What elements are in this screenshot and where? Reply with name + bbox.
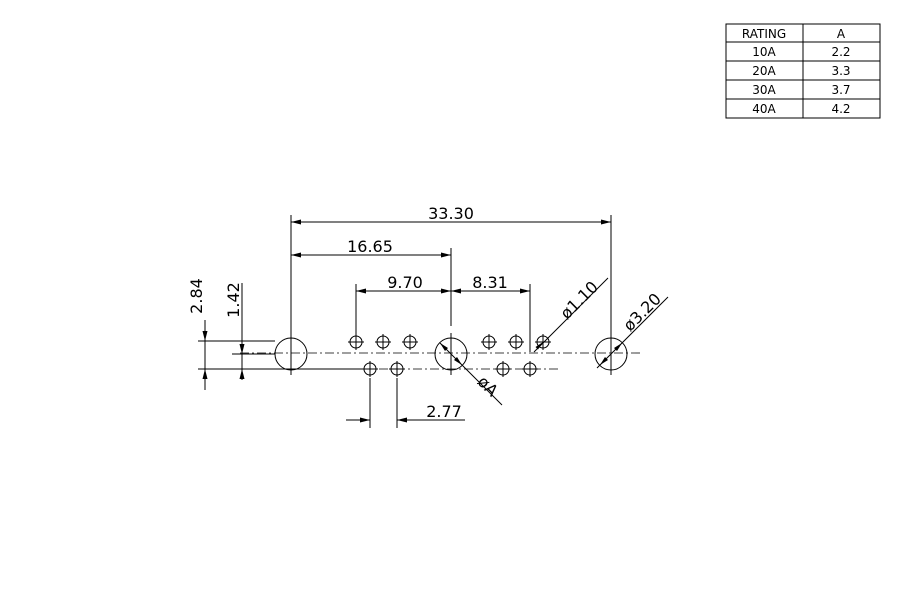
centerlines — [240, 352, 640, 370]
hole-pattern — [274, 333, 628, 377]
dimension-2-84: 2.84 — [187, 278, 208, 390]
rating-table-cell: 10A — [752, 45, 776, 59]
dimension-label-total-height: 2.84 — [187, 278, 206, 314]
pin-hole — [522, 361, 538, 377]
dimension-9-70: 9.70 — [356, 273, 451, 294]
dimension-label-overall-width: 33.30 — [428, 204, 474, 223]
dimension-33-30: 33.30 — [291, 204, 611, 225]
dimension-label-right-pin-span: 8.31 — [472, 273, 508, 292]
dimension-label-pin-pitch: 2.77 — [426, 402, 462, 421]
dimension-label-center-hole-diameter: øA — [474, 372, 502, 400]
pin-hole — [402, 334, 418, 350]
pin-hole — [481, 334, 497, 350]
dimension-label-half-height: 1.42 — [224, 282, 243, 318]
rating-table-cell: 40A — [752, 102, 776, 116]
rating-table-cell: 3.7 — [831, 83, 850, 97]
pin-hole — [495, 361, 511, 377]
rating-table-cell: 4.2 — [831, 102, 850, 116]
leader-center-hole-diameter: øA — [439, 342, 503, 406]
dimension-1-42: 1.42 — [224, 282, 245, 380]
pin-hole — [389, 361, 405, 377]
pin-hole — [362, 361, 378, 377]
pin-hole — [348, 334, 364, 350]
rating-table: RATING A 10A 2.2 20A 3.3 30A 3.7 40A 4.2 — [725, 23, 881, 119]
rating-table-cell: 3.3 — [831, 64, 850, 78]
dimension-2-77: 2.77 — [346, 402, 465, 423]
dimension-label-small-hole-diameter: ø1.10 — [556, 277, 602, 323]
leader-small-hole-diameter: ø1.10 — [533, 277, 609, 353]
pin-hole — [375, 334, 391, 350]
dimension-16-65: 16.65 — [291, 237, 451, 258]
rating-table-cell: 30A — [752, 83, 776, 97]
pin-hole — [508, 334, 524, 350]
dimension-label-large-hole-diameter: ø3.20 — [619, 289, 665, 335]
rating-table-header-rating: RATING — [742, 27, 786, 41]
dimension-8-31: 8.31 — [451, 273, 530, 294]
rating-table-header-a: A — [837, 27, 846, 41]
dimension-label-left-pin-span: 9.70 — [387, 273, 423, 292]
leader-large-hole-diameter: ø3.20 — [596, 289, 669, 369]
rating-table-cell: 2.2 — [831, 45, 850, 59]
dimension-label-half-width: 16.65 — [347, 237, 393, 256]
rating-table-cell: 20A — [752, 64, 776, 78]
extension-lines — [198, 215, 612, 428]
